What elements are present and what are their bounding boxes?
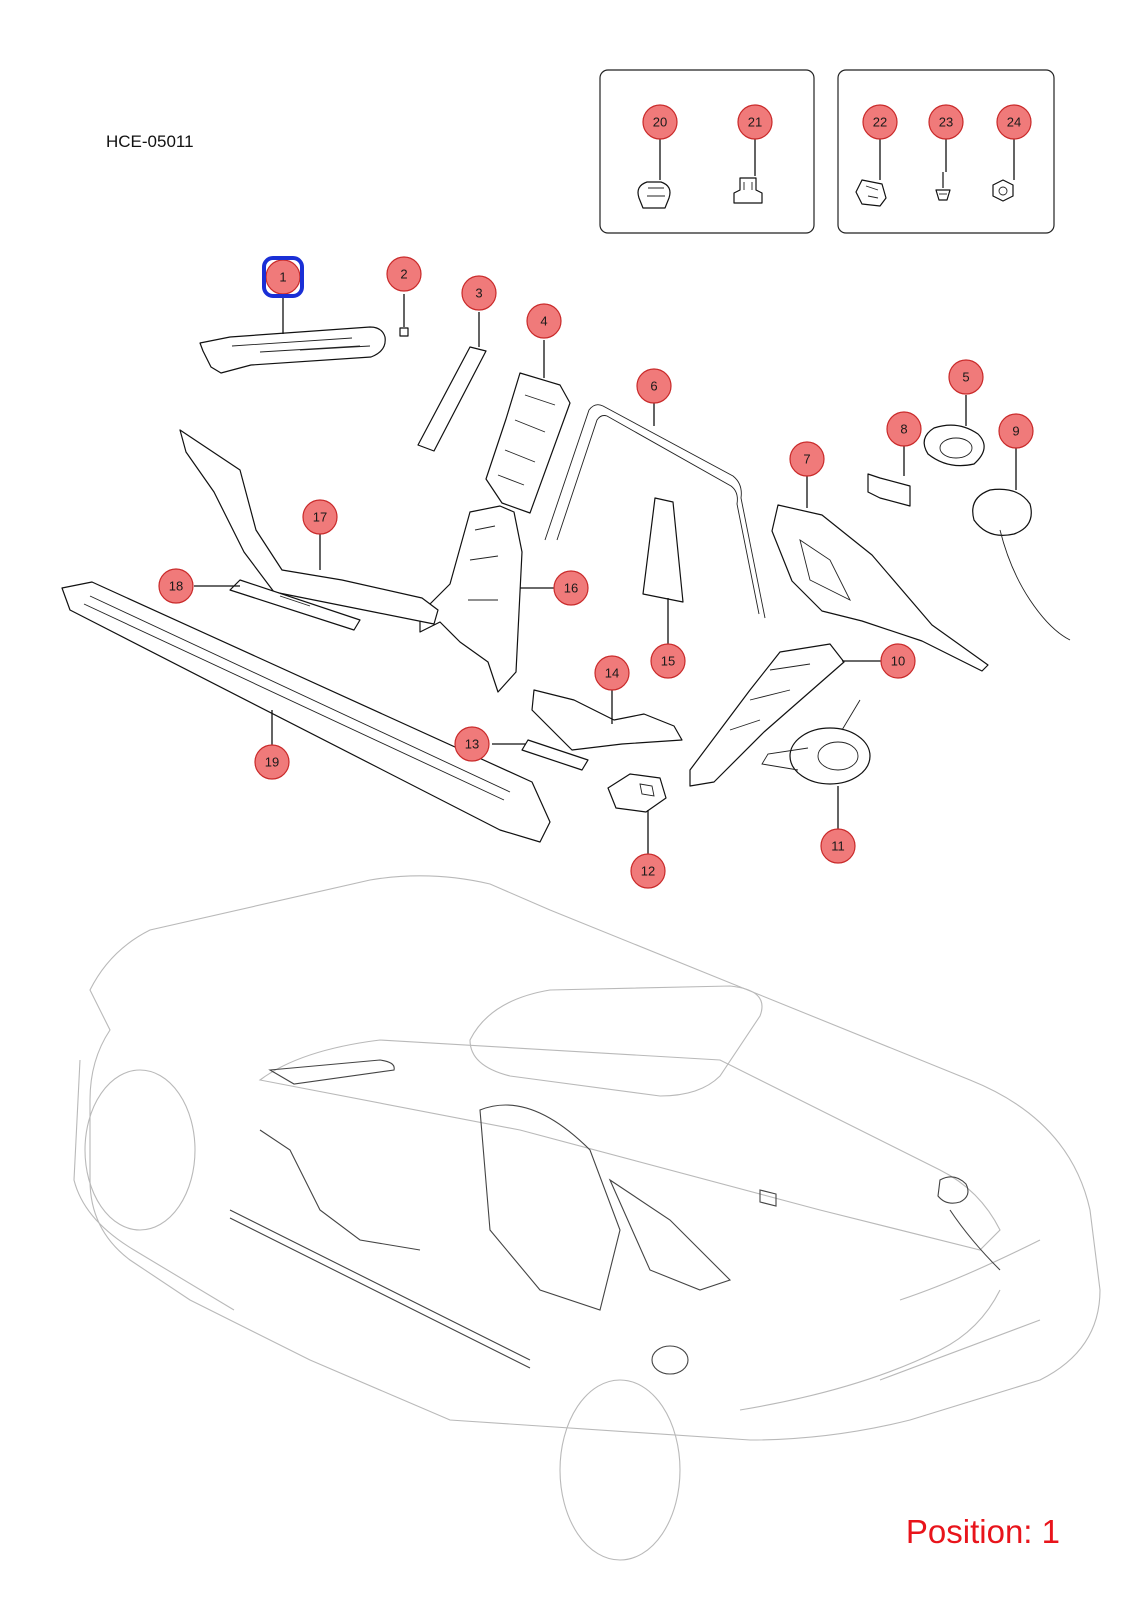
callout-7[interactable]: 7: [789, 441, 825, 477]
svg-text:18: 18: [169, 579, 183, 594]
part-24-nut: [992, 179, 1014, 202]
svg-text:11: 11: [831, 839, 845, 854]
svg-text:2: 2: [400, 267, 407, 282]
callout-24[interactable]: 24: [996, 104, 1032, 140]
part-11-fuel-door: [761, 699, 871, 785]
svg-text:5: 5: [962, 370, 969, 385]
svg-text:4: 4: [540, 314, 547, 329]
callout-4[interactable]: 4: [526, 303, 562, 339]
fastener-box-left: [599, 69, 815, 234]
callout-16[interactable]: 16: [553, 570, 589, 606]
part-6-weatherstrip: [544, 404, 766, 619]
svg-text:13: 13: [465, 737, 479, 752]
svg-text:22: 22: [873, 115, 887, 130]
svg-text:6: 6: [650, 379, 657, 394]
part-16-b-pillar-lower: [419, 505, 523, 693]
callout-11[interactable]: 11: [820, 828, 856, 864]
svg-text:17: 17: [313, 510, 327, 525]
svg-text:1: 1: [279, 270, 286, 285]
part-3-strip: [417, 346, 487, 452]
svg-text:16: 16: [564, 581, 578, 596]
callout-10[interactable]: 10: [880, 643, 916, 679]
part-8-block: [867, 473, 911, 507]
part-2-clip: [399, 327, 409, 337]
vehicle-installed-parts: [229, 1059, 1001, 1375]
part-7-quarter-trim: [771, 504, 989, 672]
svg-text:8: 8: [900, 422, 907, 437]
svg-text:15: 15: [661, 654, 675, 669]
svg-text:14: 14: [605, 666, 619, 681]
position-label: Position: 1: [905, 1513, 1060, 1550]
callout-8[interactable]: 8: [886, 411, 922, 447]
part-12-pad: [607, 773, 667, 813]
svg-text:21: 21: [748, 115, 762, 130]
part-4-b-pillar-upper: [485, 372, 571, 514]
svg-text:23: 23: [939, 115, 953, 130]
callout-13[interactable]: 13: [454, 726, 490, 762]
part-5-cup: [923, 424, 985, 467]
callout-20[interactable]: 20: [642, 104, 678, 140]
part-22-clip: [855, 179, 887, 207]
part-9-housing: [972, 488, 1071, 641]
part-17-sill-trim: [179, 429, 439, 625]
svg-text:9: 9: [1012, 424, 1019, 439]
callout-9[interactable]: 9: [998, 413, 1034, 449]
callout-17[interactable]: 17: [302, 499, 338, 535]
svg-text:7: 7: [803, 452, 810, 467]
svg-text:19: 19: [265, 755, 279, 770]
callout-14[interactable]: 14: [594, 655, 630, 691]
callout-2[interactable]: 2: [386, 256, 422, 292]
svg-text:24: 24: [1007, 115, 1021, 130]
callout-12[interactable]: 12: [630, 853, 666, 889]
callout-23[interactable]: 23: [928, 104, 964, 140]
svg-text:3: 3: [475, 286, 482, 301]
part-18-scuff-plate: [229, 579, 361, 631]
callout-6[interactable]: 6: [636, 368, 672, 404]
callout-15[interactable]: 15: [650, 643, 686, 679]
svg-text:12: 12: [641, 864, 655, 879]
callout-3[interactable]: 3: [461, 275, 497, 311]
part-10-panel: [689, 643, 845, 787]
part-20-clip: [637, 181, 671, 209]
part-14-trim: [531, 689, 683, 751]
part-19-side-sill: [61, 581, 551, 843]
selected-callout-outline: [262, 256, 304, 298]
part-15-panel: [642, 497, 684, 603]
callout-22[interactable]: 22: [862, 104, 898, 140]
part-21-clip: [733, 177, 763, 204]
svg-text:10: 10: [891, 654, 905, 669]
part-13-plate: [521, 739, 589, 771]
callout-5[interactable]: 5: [948, 359, 984, 395]
part-23-screw: [935, 172, 951, 201]
part-1-trim: [199, 326, 386, 374]
svg-text:20: 20: [653, 115, 667, 130]
callout-21[interactable]: 21: [737, 104, 773, 140]
callout-18[interactable]: 18: [158, 568, 194, 604]
vehicle-outline: [73, 875, 1101, 1561]
callout-19[interactable]: 19: [254, 744, 290, 780]
diagram-code: HCE-05011: [106, 132, 194, 151]
callout-1[interactable]: 1: [265, 259, 301, 295]
